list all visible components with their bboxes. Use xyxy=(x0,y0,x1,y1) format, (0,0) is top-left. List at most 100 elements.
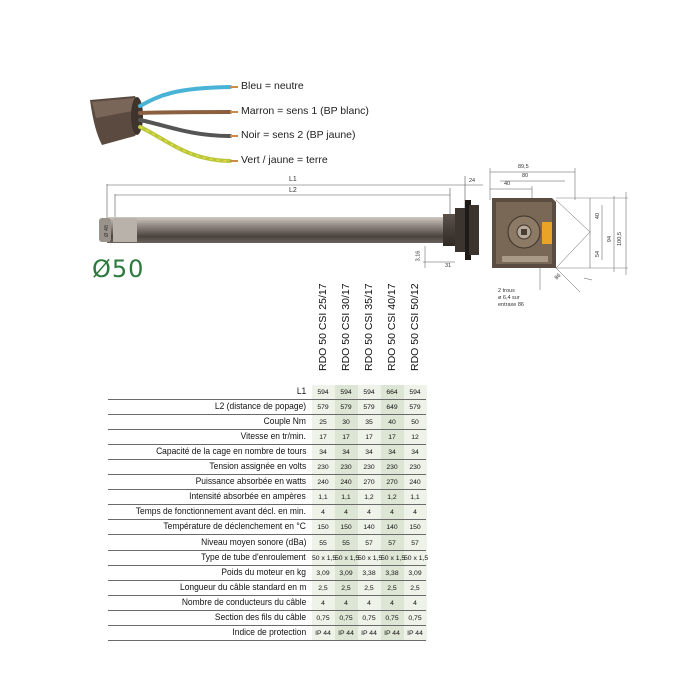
row-divider xyxy=(108,534,426,536)
table-cell: 270 xyxy=(386,479,398,487)
table-cell: 594 xyxy=(317,389,329,396)
table-cell: 34 xyxy=(319,449,327,457)
table-cell: IP 44 xyxy=(338,629,354,637)
column-shade-3 xyxy=(358,385,381,641)
table-cell: 1,2 xyxy=(387,494,397,502)
table-cell: 579 xyxy=(317,404,329,412)
dim-24-label: 24 xyxy=(469,178,476,184)
table-cell: 4 xyxy=(367,599,371,607)
table-cell: 12 xyxy=(411,434,419,442)
dim-h94-label: 94 xyxy=(607,235,614,243)
cable-illustration xyxy=(90,85,238,163)
table-cell: 649 xyxy=(386,404,398,412)
row-divider xyxy=(108,579,426,581)
row-divider xyxy=(108,459,426,461)
table-cell: 1,1 xyxy=(410,494,420,502)
table-cell: 150 xyxy=(340,524,352,532)
table-cell: 230 xyxy=(340,464,352,472)
table-cell: 4 xyxy=(390,599,394,607)
table-cell: IP 44 xyxy=(407,629,423,637)
row-label: Niveau moyen sonore (dBa) xyxy=(200,536,306,547)
column-shade-1 xyxy=(312,385,335,641)
row-label: Vitesse en tr/min. xyxy=(240,431,306,442)
table-cell: 4 xyxy=(413,509,417,517)
table-cell: 57 xyxy=(388,539,396,547)
table-row: Intensité absorbée en ampères 1,1 1,1 1,2 1,… xyxy=(108,490,426,506)
table-cell: 50 x 1,5 xyxy=(358,554,383,562)
table-cell: 2,5 xyxy=(387,584,397,592)
model-header-2: RDO 50 CSI 30/17 xyxy=(336,283,356,383)
table-cell: 17 xyxy=(365,434,373,442)
table-cell: 57 xyxy=(411,539,419,547)
table-cell: 40 xyxy=(388,419,396,427)
model-header-3: RDO 50 CSI 35/17 xyxy=(359,283,379,383)
table-cell: 25 xyxy=(319,419,327,427)
row-label: Température de déclenchement en °C xyxy=(163,521,306,532)
table-cell: 17 xyxy=(319,434,327,442)
table-cell: 0,75 xyxy=(385,614,399,622)
row-label: Intensité absorbée en ampères xyxy=(189,491,306,502)
motor-tube-drawing xyxy=(99,176,483,268)
table-cell: 230 xyxy=(386,464,398,472)
dim-80-label: 80 xyxy=(522,173,529,179)
table-cell: 4 xyxy=(367,509,371,517)
row-divider xyxy=(108,444,426,446)
table-cell: 2,5 xyxy=(410,584,420,592)
wire-label-green-yellow: Vert / jaune = terre xyxy=(241,154,328,166)
table-cell: 4 xyxy=(344,599,348,607)
table-cell: IP 44 xyxy=(384,629,400,637)
row-divider xyxy=(108,489,426,491)
row-divider xyxy=(108,474,426,476)
column-shade-5 xyxy=(404,385,427,641)
table-cell: 1,2 xyxy=(364,494,374,502)
row-label: L2 (distance de popage) xyxy=(214,401,306,412)
row-divider xyxy=(108,639,426,641)
table-cell: 50 xyxy=(411,419,419,427)
dim-l2-label: L2 xyxy=(289,187,297,194)
table-cell: IP 44 xyxy=(361,629,377,637)
table-cell: 1,1 xyxy=(341,494,351,502)
row-divider xyxy=(108,414,426,416)
dim-40-label: 40 xyxy=(504,181,511,187)
row-label: Indice de protection xyxy=(232,626,306,637)
table-cell: 50 x 1,5 xyxy=(381,554,406,562)
row-divider xyxy=(108,399,426,400)
model-name: RDO 50 CSI 35/17 xyxy=(363,283,375,371)
table-cell: 4 xyxy=(344,509,348,517)
table-cell: 3,09 xyxy=(339,569,353,577)
table-cell: 34 xyxy=(365,449,373,457)
row-divider xyxy=(108,429,426,431)
table-cell: 35 xyxy=(365,419,373,427)
model-name: RDO 50 CSI 25/17 xyxy=(317,283,329,371)
column-shade-4 xyxy=(381,385,404,641)
table-row: Température de déclenchement en °C 150 150… xyxy=(108,520,426,536)
table-cell: 0,75 xyxy=(316,614,330,622)
dim-h54-label: 54 xyxy=(595,250,602,258)
table-cell: 594 xyxy=(363,389,375,396)
table-row: Temps de fonctionnement avant décl. en m… xyxy=(108,505,426,521)
row-label: Tension assignée en volts xyxy=(209,461,306,472)
table-cell: 3,38 xyxy=(385,569,399,577)
table-cell: 0,75 xyxy=(362,614,376,622)
table-cell: 579 xyxy=(363,404,375,412)
table-cell: 579 xyxy=(340,404,352,412)
row-label: Nombre de conducteurs du câble xyxy=(181,596,306,607)
table-cell: 3,09 xyxy=(316,569,330,577)
table-cell: 3,38 xyxy=(362,569,376,577)
table-cell: 150 xyxy=(409,524,421,532)
table-cell: 4 xyxy=(413,599,417,607)
wire-label-black: Noir = sens 2 (BP jaune) xyxy=(241,129,356,141)
row-divider xyxy=(108,504,426,506)
model-name: RDO 50 CSI 50/12 xyxy=(409,283,421,371)
model-header-5: RDO 50 CSI 50/12 xyxy=(405,283,425,383)
